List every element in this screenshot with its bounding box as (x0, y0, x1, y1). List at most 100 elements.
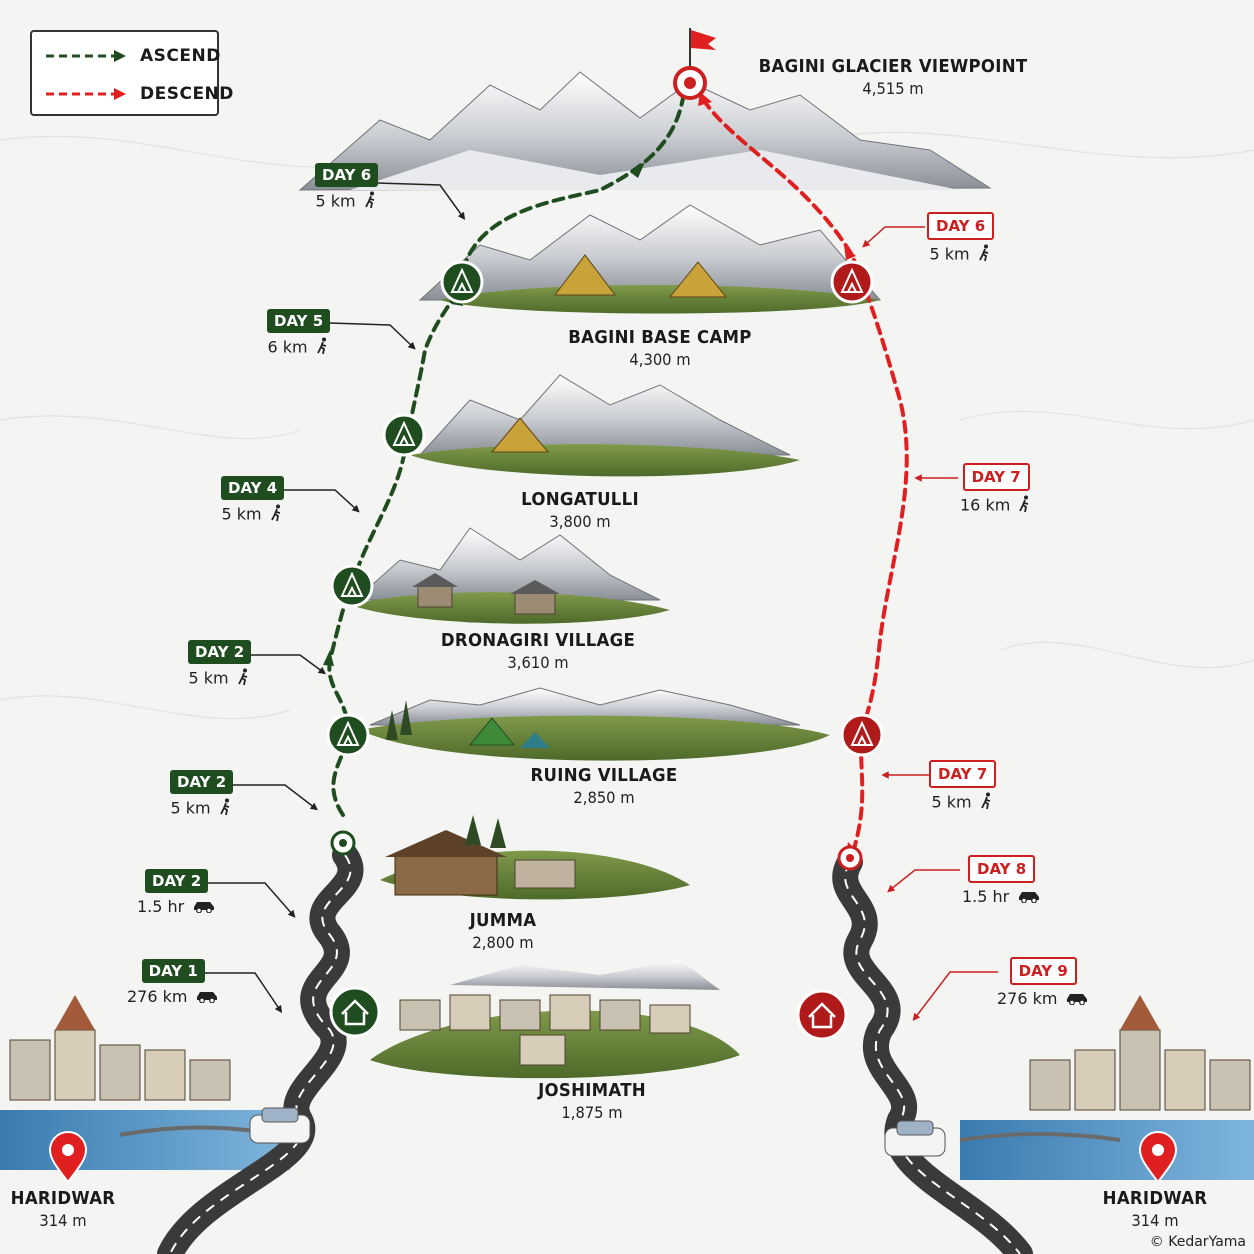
car-left (249, 1107, 311, 1144)
ascend-line-icon (46, 50, 126, 62)
legend-ascend: ASCEND (44, 46, 221, 66)
location-name: BAGINI GLACIER VIEWPOINT (758, 56, 1028, 77)
walking-icon (364, 191, 378, 213)
jumma-scene (380, 815, 690, 900)
longatulli-scene (410, 374, 800, 477)
car-icon (195, 988, 219, 1007)
joshimath-ascend-marker[interactable] (329, 986, 381, 1038)
day-distance: 5 km (315, 191, 378, 213)
location-name: JUMMA (469, 910, 537, 931)
day-distance: 276 km (127, 987, 219, 1007)
location-name: DRONAGIRI VILLAGE (440, 630, 636, 651)
location-elevation: 2,800 m (472, 933, 534, 952)
ascend-day-callout[interactable]: DAY 5 6 km (267, 309, 331, 359)
day-distance: 16 km (960, 495, 1032, 517)
home-icon (341, 999, 369, 1026)
longatulli-marker[interactable] (382, 413, 426, 457)
haridwar-left-label: HARIDWAR 314 m (6, 1188, 120, 1230)
map-pin-icon[interactable] (48, 1131, 88, 1184)
ascend-day-callout[interactable]: DAY 2 1.5 hr (137, 869, 216, 917)
joshimath-descend-marker[interactable] (796, 989, 848, 1041)
day-badge: DAY 5 (267, 309, 331, 333)
car-icon (192, 898, 216, 917)
location-name: BAGINI BASE CAMP (568, 327, 752, 348)
descend-day-callout[interactable]: DAY 7 16 km (960, 463, 1032, 517)
descend-day-callout[interactable]: DAY 7 5 km (929, 760, 997, 814)
dronagiri-marker[interactable] (330, 564, 374, 608)
haridwar-left-scene (0, 995, 290, 1170)
ascend-day-callout[interactable]: DAY 2 5 km (188, 640, 252, 690)
day-badge: DAY 6 (315, 163, 379, 187)
location-elevation: 314 m (39, 1211, 87, 1230)
ascend-day-callout[interactable]: DAY 6 5 km (315, 163, 379, 213)
day-badge: DAY 8 (968, 855, 1036, 883)
ruing-descend-marker[interactable] (840, 713, 884, 757)
day-badge: DAY 6 (927, 212, 995, 240)
jumma-descend-marker[interactable] (837, 845, 863, 871)
ruing-label: RUING VILLAGE 2,850 m (524, 765, 684, 807)
summit-label: BAGINI GLACIER VIEWPOINT 4,515 m (747, 56, 1039, 98)
walking-icon (219, 798, 233, 820)
car-icon (1065, 990, 1089, 1009)
ruing-ascend-marker[interactable] (326, 713, 370, 757)
location-elevation: 4,515 m (862, 79, 924, 98)
credit-text: © KedarYama (1149, 1234, 1246, 1250)
jumma-ascend-marker[interactable] (330, 830, 356, 856)
road-right (832, 849, 1033, 1254)
dronagiri-label: DRONAGIRI VILLAGE 3,610 m (432, 630, 643, 672)
base-camp-scene (418, 204, 882, 314)
ascend-leader-lines (196, 182, 466, 1014)
ruing-scene (360, 687, 830, 761)
tent-icon (850, 720, 874, 746)
base-camp-ascend-marker[interactable] (440, 260, 484, 304)
walking-icon (237, 668, 251, 690)
day-distance: 5 km (170, 798, 233, 820)
walking-icon (978, 244, 992, 266)
day-badge: DAY 9 (1009, 957, 1077, 985)
longatulli-label: LONGATULLI 3,800 m (516, 489, 644, 531)
location-name: HARIDWAR (10, 1188, 116, 1209)
legend-descend: DESCEND (44, 84, 234, 104)
location-name: RUING VILLAGE (530, 765, 678, 786)
day-badge: DAY 2 (188, 640, 252, 664)
day-distance: 1.5 hr (962, 887, 1041, 907)
day-distance: 5 km (929, 792, 996, 814)
joshimath-scene (370, 960, 740, 1079)
walking-icon (980, 792, 994, 814)
location-name: LONGATULLI (521, 489, 639, 510)
walking-icon (1018, 495, 1032, 517)
day-badge: DAY 2 (145, 869, 209, 893)
day-distance: 6 km (267, 337, 330, 359)
tent-icon (336, 720, 360, 746)
car-icon (1017, 888, 1041, 907)
ascend-day-callout[interactable]: DAY 4 5 km (221, 476, 285, 526)
location-elevation: 1,875 m (561, 1103, 623, 1122)
day-badge: DAY 4 (221, 476, 285, 500)
descend-day-callout[interactable]: DAY 8 1.5 hr (962, 855, 1041, 907)
tent-icon (450, 267, 474, 293)
day-badge: DAY 7 (929, 760, 997, 788)
map-pin-icon[interactable] (1138, 1131, 1178, 1184)
summit-mountain-scene (298, 71, 992, 191)
descend-day-callout[interactable]: DAY 6 5 km (927, 212, 995, 266)
descend-day-callout[interactable]: DAY 9 276 km (997, 957, 1089, 1009)
day-distance: 5 km (221, 504, 284, 526)
location-elevation: 314 m (1131, 1211, 1179, 1230)
tent-icon (340, 571, 364, 597)
road-left (157, 842, 364, 1254)
day-badge: DAY 7 (962, 463, 1030, 491)
day-distance: 5 km (927, 244, 994, 266)
legend-ascend-label: ASCEND (140, 46, 221, 66)
tent-icon (392, 420, 416, 446)
descend-leader-lines (862, 226, 998, 1021)
day-distance: 1.5 hr (137, 897, 216, 917)
location-elevation: 2,850 m (573, 788, 635, 807)
joshimath-label: JOSHIMATH 1,875 m (533, 1080, 650, 1122)
base-camp-label: BAGINI BASE CAMP 4,300 m (560, 327, 759, 369)
ascend-day-callout[interactable]: DAY 1 276 km (127, 959, 219, 1007)
base-camp-descend-marker[interactable] (830, 260, 874, 304)
haridwar-right-label: HARIDWAR 314 m (1098, 1188, 1212, 1230)
summit-marker[interactable] (673, 28, 716, 100)
ascend-day-callout[interactable]: DAY 2 5 km (170, 770, 234, 820)
